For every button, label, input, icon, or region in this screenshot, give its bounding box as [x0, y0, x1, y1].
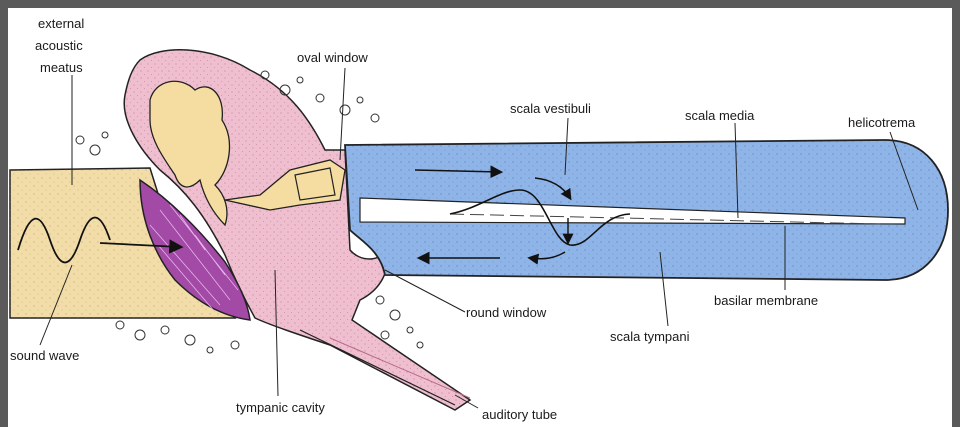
label-external-line1: external	[38, 16, 84, 31]
label-helicotrema: helicotrema	[848, 115, 916, 130]
diagram-svg: external acoustic meatus oval window sca…	[8, 8, 952, 427]
label-round-window: round window	[466, 305, 547, 320]
label-scala-tympani: scala tympani	[610, 329, 690, 344]
ear-diagram: external acoustic meatus oval window sca…	[8, 8, 952, 427]
label-scala-media: scala media	[685, 108, 755, 123]
label-auditory-tube: auditory tube	[482, 407, 557, 422]
label-tympanic-cavity: tympanic cavity	[236, 400, 325, 415]
label-sound-wave: sound wave	[10, 348, 79, 363]
label-external-line2: acoustic	[35, 38, 83, 53]
label-scala-vestibuli: scala vestibuli	[510, 101, 591, 116]
auditory-tube-wall-inner	[330, 338, 470, 398]
label-oval-window: oval window	[297, 50, 368, 65]
cochlea	[345, 140, 948, 280]
label-basilar-membrane: basilar membrane	[714, 293, 818, 308]
label-external-line3: meatus	[40, 60, 83, 75]
